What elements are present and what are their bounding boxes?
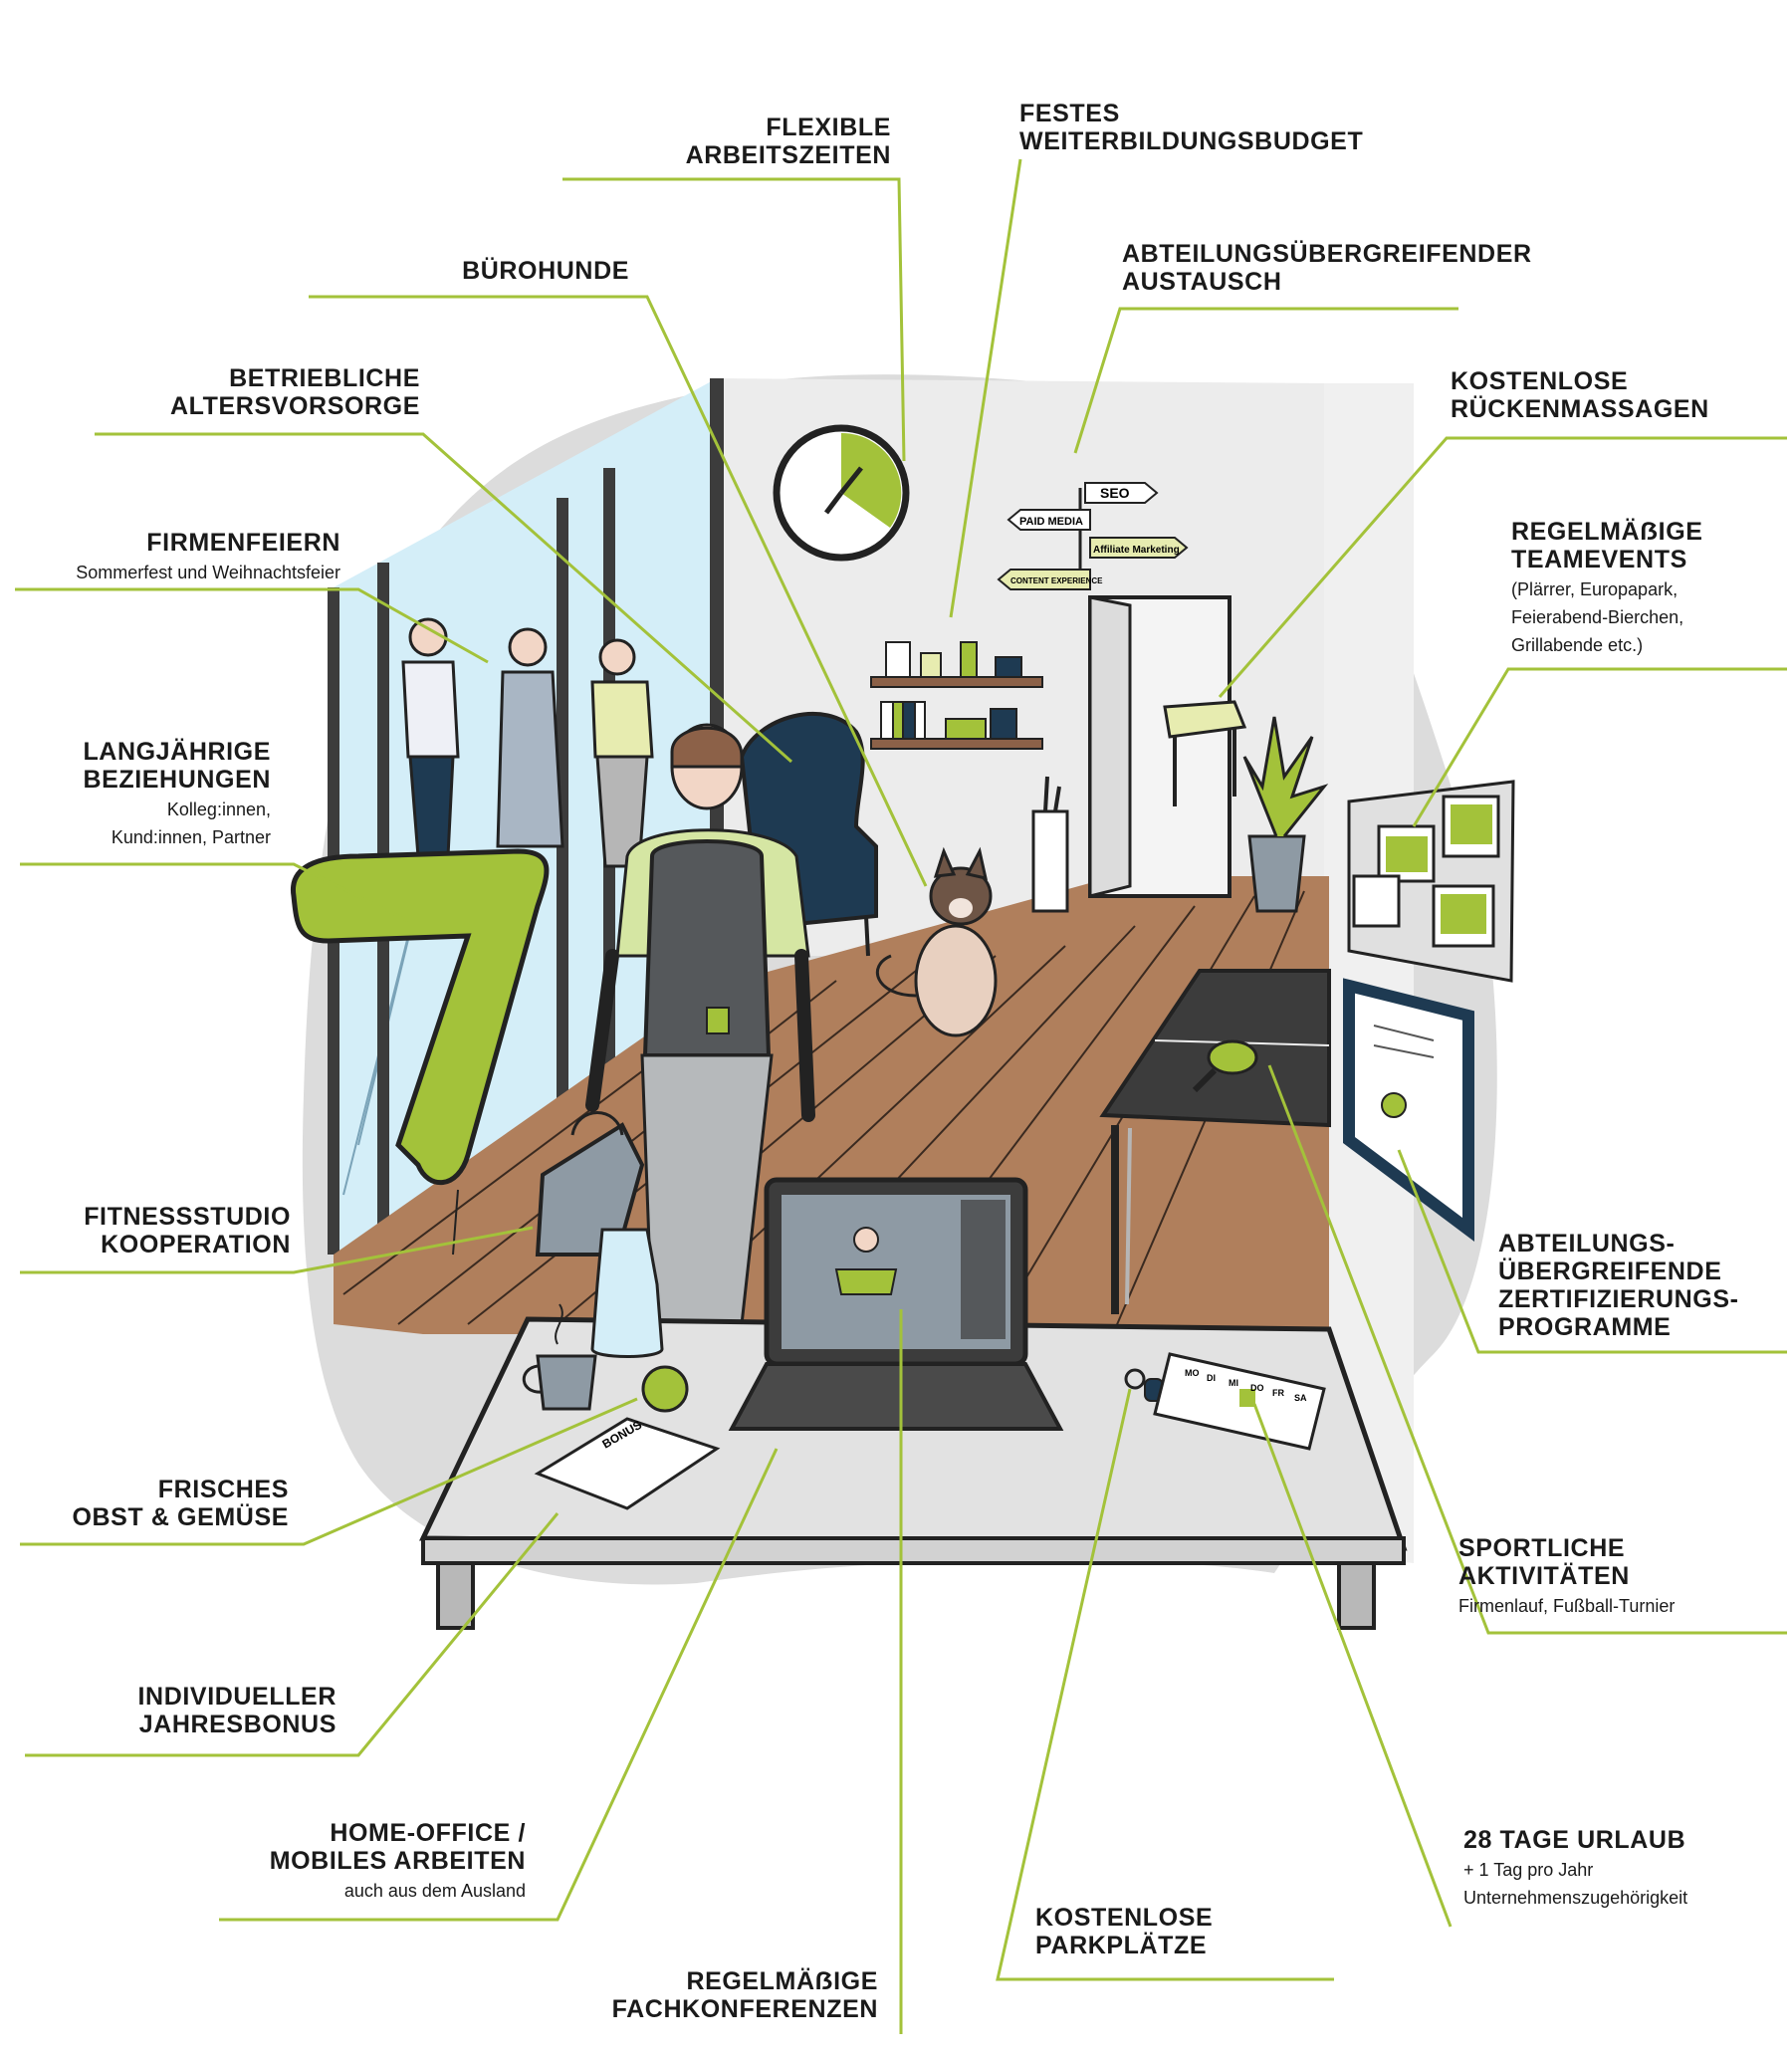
label-sub: Firmenlauf, Fußball-Turnier [1458,1596,1676,1616]
massage-table [1163,700,1247,739]
label-beziehungen: LANGJÄHRIGE BEZIEHUNGEN Kolleg:innen, Ku… [83,738,271,851]
label-sub: Kolleg:innen, Kund:innen, Partner [111,800,271,847]
label-title: LANGJÄHRIGE BEZIEHUNGEN [83,738,271,794]
label-title: FIRMENFEIERN [146,529,340,557]
label-title: FLEXIBLE ARBEITSZEITEN [685,114,891,169]
water-carafe [590,1228,664,1358]
sign-seo: SEO [1100,485,1130,501]
label-sportliche-aktivitaeten: SPORTLICHE AKTIVITÄTEN Firmenlauf, Fußba… [1458,1534,1675,1620]
cal-day-mi: MI [1229,1378,1238,1388]
direction-signs: SEO PAID MEDIA Affiliate Marketing CONTE… [997,482,1189,590]
label-jahresbonus: INDIVIDUELLER JAHRESBONUS [138,1683,336,1738]
label-urlaub: 28 TAGE URLAUB + 1 Tag pro Jahr Unterneh… [1463,1826,1687,1912]
label-title: REGELMÄẞIGE FACHKONFERENZEN [611,1967,878,2023]
cal-day-mo: MO [1185,1368,1200,1378]
label-title: KOSTENLOSE RÜCKENMASSAGEN [1451,367,1709,423]
label-title: HOME-OFFICE / MOBILES ARBEITEN [269,1819,526,1875]
desk-calendar: MO DI MI DO FR SA [1153,1352,1326,1451]
leader-lines [15,158,1787,2034]
gym-bag [535,1111,645,1257]
label-title: REGELMÄẞIGE TEAMEVENTS [1511,518,1703,573]
label-fachkonferenzen: REGELMÄẞIGE FACHKONFERENZEN [612,1967,878,2023]
label-parkplaetze: KOSTENLOSE PARKPLÄTZE [1035,1904,1213,1959]
label-austausch: ABTEILUNGSÜBERGREIFENDER AUSTAUSCH [1122,240,1532,296]
umbrella-stand [1031,776,1069,913]
label-rueckenmassagen: KOSTENLOSE RÜCKENMASSAGEN [1451,367,1709,423]
door-opening [1088,595,1247,898]
label-sub: auch aus dem Ausland [343,1881,526,1901]
label-title: KOSTENLOSE PARKPLÄTZE [1035,1904,1214,1959]
label-title: ABTEILUNGS- ÜBERGREIFENDE ZERTIFIZIERUNG… [1498,1230,1739,1341]
label-sub: (Plärrer, Europapark, Feierabend-Bierche… [1511,579,1684,655]
cal-day-di: DI [1207,1373,1216,1383]
label-title: FESTES WEITERBILDUNGSBUDGET [1019,100,1364,155]
cal-day-sa: SA [1294,1393,1307,1403]
apple [641,1365,689,1413]
label-zertifizierung: ABTEILUNGS- ÜBERGREIFENDE ZERTIFIZIERUNG… [1498,1230,1739,1341]
wall-clock [773,424,910,562]
label-title: FRISCHES OBST & GEMÜSE [72,1476,289,1531]
tt-paddle [1207,1039,1258,1075]
party-people [401,617,654,868]
certificate-frame [1343,978,1474,1242]
label-sub: Sommerfest und Weihnachtsfeier [76,563,340,582]
label-home-office: HOME-OFFICE / MOBILES ARBEITEN auch aus … [270,1819,526,1905]
sign-paid-media: PAID MEDIA [1019,516,1083,528]
potted-plant [1242,716,1329,913]
label-title: INDIVIDUELLER JAHRESBONUS [137,1683,336,1738]
office-dog [875,846,998,1037]
label-obst-gemuese: FRISCHES OBST & GEMÜSE [72,1476,289,1531]
label-altersvorsorge: BETRIEBLICHE ALTERSVORSORGE [170,364,420,420]
label-weiterbildungsbudget: FESTES WEITERBILDUNGSBUDGET [1019,100,1363,155]
sign-content: CONTENT EXPERIENCE [1010,576,1103,585]
label-sub: + 1 Tag pro Jahr Unternehmenszugehörigke… [1463,1860,1688,1908]
laptop [728,1177,1064,1431]
cal-day-do: DO [1250,1383,1264,1393]
label-title: ABTEILUNGSÜBERGREIFENDER AUSTAUSCH [1122,240,1532,296]
pinboard [1347,780,1515,983]
label-fitnessstudio: FITNESSSTUDIO KOOPERATION [84,1203,291,1258]
sign-affiliate: Affiliate Marketing [1093,545,1180,556]
cal-day-fr: FR [1272,1388,1284,1398]
label-title: 28 TAGE URLAUB [1463,1826,1686,1854]
bonus-booklet: BONUS [534,1417,721,1510]
person-backpack [585,723,815,1326]
tea-cup [522,1303,597,1411]
label-title: BÜROHUNDE [462,257,629,285]
label-buerohunde: BÜROHUNDE [462,257,629,285]
label-title: BETRIEBLICHE ALTERSVORSORGE [169,364,420,420]
bookshelves [870,641,1043,750]
label-title: FITNESSSTUDIO KOOPERATION [84,1203,291,1258]
table-tennis-table [1099,969,1331,1314]
label-flexible-arbeitszeiten: FLEXIBLE ARBEITSZEITEN [686,114,891,169]
calendar-days: MO DI MI DO FR SA [1185,1368,1307,1403]
label-teamevents: REGELMÄẞIGE TEAMEVENTS (Plärrer, Europap… [1511,518,1703,659]
label-title: SPORTLICHE AKTIVITÄTEN [1458,1534,1630,1590]
label-firmenfeiern: FIRMENFEIERN Sommerfest und Weihnachtsfe… [76,529,340,586]
